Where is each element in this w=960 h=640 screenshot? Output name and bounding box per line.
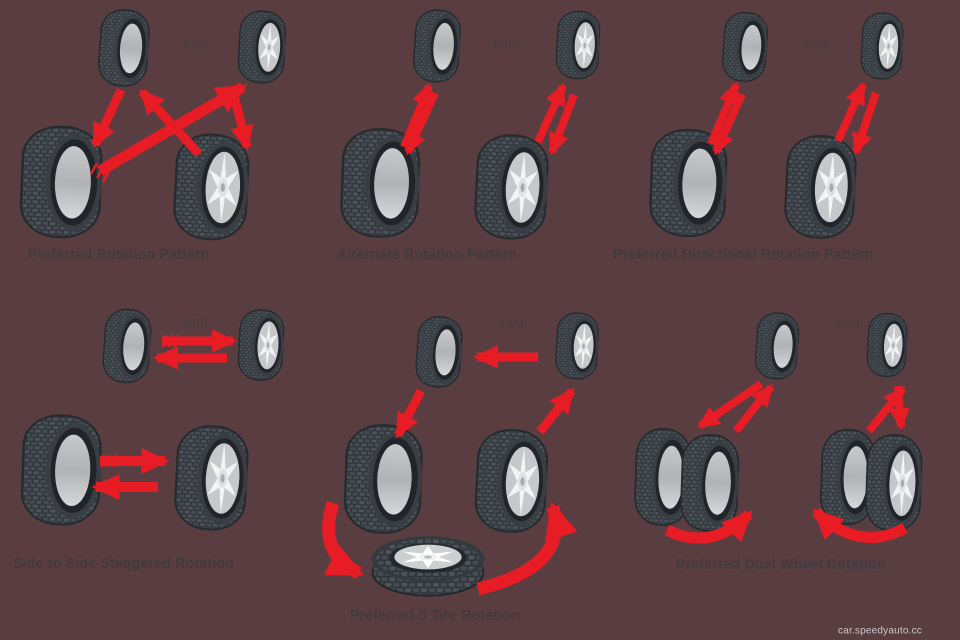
curved-swap-arrow — [812, 507, 908, 543]
tire-front-left — [101, 307, 153, 385]
tire-rear-right — [472, 132, 551, 242]
panel-title-side-to-side: Side to Side Staggered Rotation — [13, 555, 235, 572]
tire-front-right — [859, 11, 905, 81]
watermark: car.speedyauto.cc — [837, 625, 923, 637]
tire-rear-right-inner — [864, 433, 924, 533]
tire-rear-right — [171, 131, 252, 243]
tire-rear-left — [19, 413, 103, 527]
tire-front-left — [753, 310, 801, 381]
panel-alternate-rotation-graphic — [339, 7, 602, 242]
rotation-arrow — [534, 82, 567, 144]
tire-front-left — [720, 10, 770, 84]
tire-front-left — [414, 314, 464, 390]
tire-front-right — [554, 311, 600, 381]
panel-title-preferred-rotation: Preferred Rotation Pattern — [28, 246, 210, 263]
rotation-arrow — [394, 388, 425, 439]
rotation-arrow — [697, 380, 764, 430]
curved-swap-arrow — [664, 510, 753, 544]
rotation-arrow — [229, 93, 254, 151]
rotation-arrow — [852, 91, 880, 156]
front-label-3: front — [803, 37, 831, 53]
tire-rear-left — [342, 422, 424, 536]
tire-front-right — [554, 9, 602, 81]
curved-rotation-arrow — [322, 501, 365, 579]
tire-rear-right — [172, 423, 251, 533]
front-label-5: front — [497, 315, 525, 331]
rotation-arrow — [97, 82, 248, 176]
front-label-4: front — [180, 313, 208, 329]
tire-rear-left-inner — [679, 433, 741, 533]
panel-title-alternate-rotation: Alternate Rotation Pattern — [337, 246, 518, 263]
rotation-arrow — [536, 387, 576, 435]
speed-dashes — [89, 162, 111, 183]
rotation-arrow — [712, 92, 746, 156]
rotation-arrow — [138, 88, 203, 158]
tire-rear-right — [782, 133, 859, 241]
front-label-1: front — [182, 37, 210, 53]
rotation-arrow — [865, 386, 907, 434]
rotation-arrow — [404, 91, 439, 156]
panel-title-five-tire: Preferred 5 Tire Rotation — [350, 607, 521, 624]
panel-dual-wheel-graphic — [633, 310, 924, 544]
panel-side-to-side-graphic — [19, 307, 286, 533]
tire-front-right — [236, 9, 288, 85]
tire-front-right — [236, 308, 286, 382]
front-label-2: front — [492, 37, 520, 53]
panel-directional-rotation-graphic — [648, 10, 905, 241]
curved-rotation-arrow — [476, 501, 578, 596]
tire-rear-left — [18, 124, 104, 240]
tire-front-left — [411, 7, 463, 84]
tire-front-left — [96, 7, 152, 89]
panel-title-directional-rotation: Preferred Directional Rotation Pattern — [613, 246, 874, 263]
rotation-arrow — [548, 93, 578, 156]
tire-spare-flat — [371, 536, 485, 597]
tire-front-right — [865, 311, 909, 379]
front-label-6: front — [833, 316, 861, 332]
panel-five-tire-graphic — [322, 311, 600, 597]
speed-dashes — [99, 334, 180, 468]
rotation-arrow — [834, 81, 867, 143]
rotation-arrow — [732, 384, 775, 434]
panel-preferred-rotation-graphic — [18, 7, 288, 243]
tire-rear-right — [473, 427, 550, 535]
panel-title-dual-wheel: Preferred Dual Wheel Rotation — [676, 556, 886, 573]
rotation-arrow — [90, 88, 126, 149]
